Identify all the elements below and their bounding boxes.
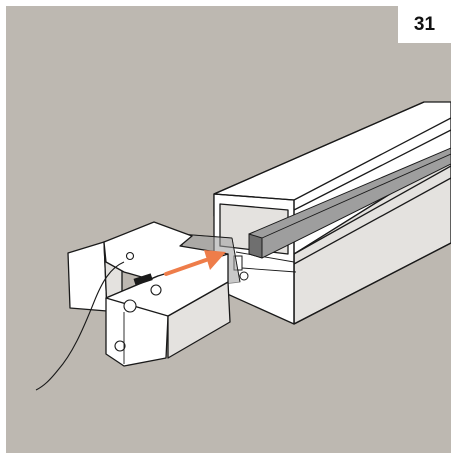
aluminium-profile <box>213 101 451 325</box>
cable-icon <box>35 261 125 391</box>
step-number-badge: 31 <box>398 6 451 43</box>
illustration-panel <box>6 6 451 453</box>
end-cap <box>67 221 231 367</box>
arrow-right-icon <box>164 250 226 276</box>
assembly-illustration <box>6 6 451 453</box>
diffuser-strip <box>248 147 451 259</box>
